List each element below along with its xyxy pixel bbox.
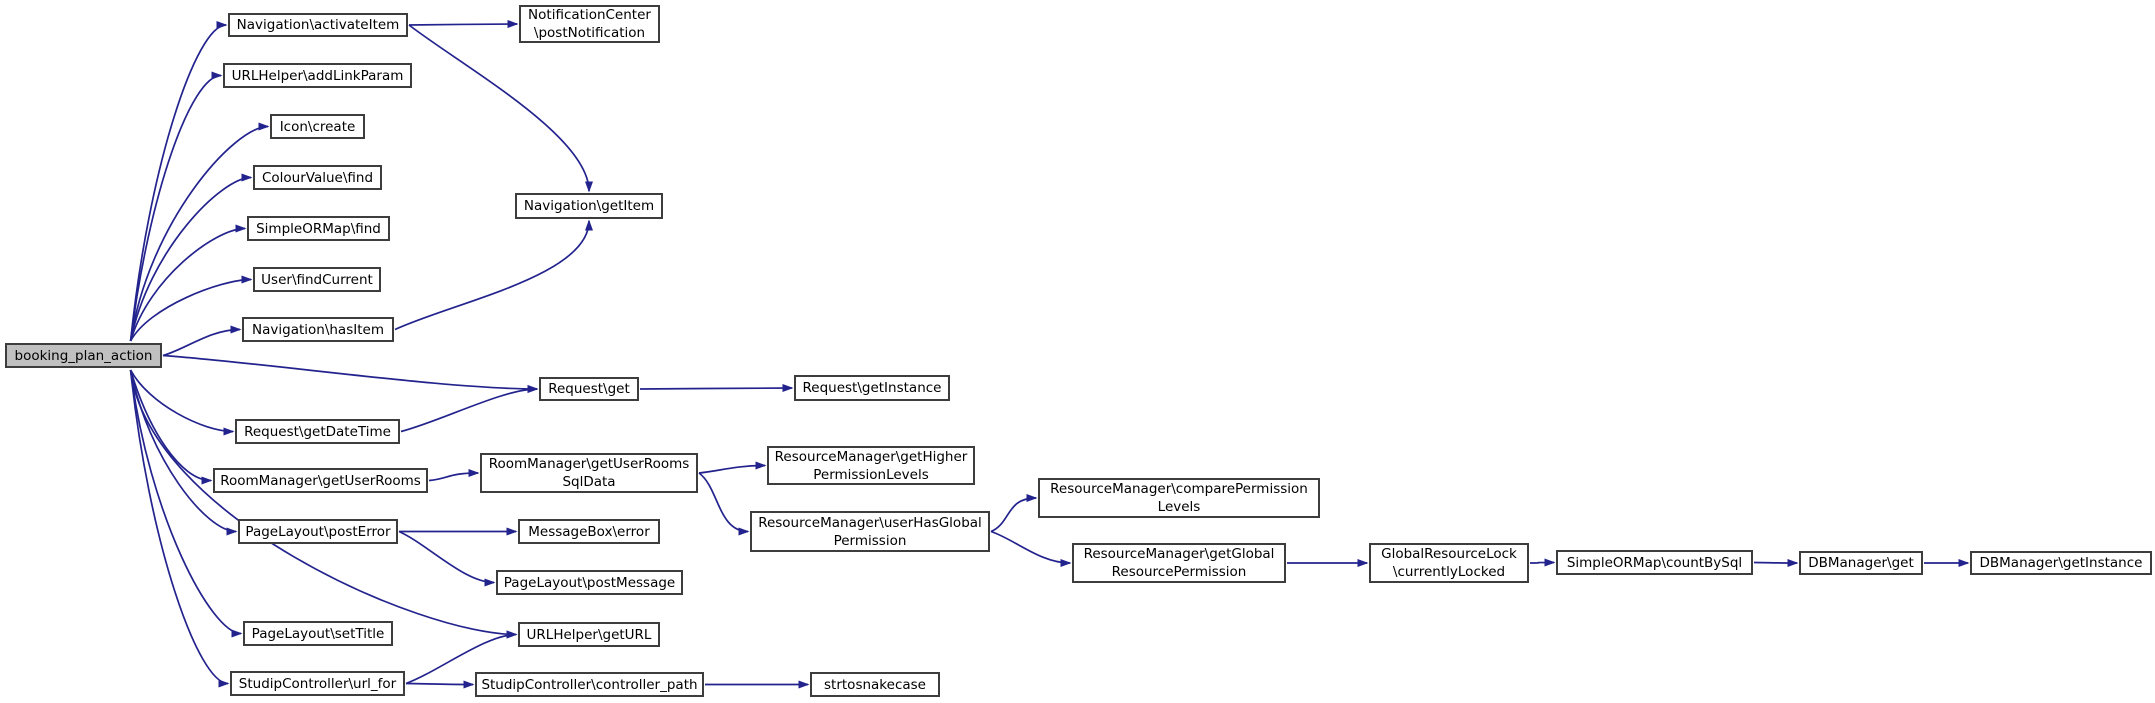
edge-simpleormap-countbysql-dbmanager-get [1753, 558, 1799, 567]
node-icon-create[interactable]: Icon\create [270, 114, 365, 139]
edge-booking_plan_action-navigation-activateitem [129, 21, 228, 342]
node-roommanager-getuserrooms[interactable]: RoomManager\getUserRooms [213, 468, 428, 493]
node-label: URLHelper\addLinkParam [231, 67, 404, 84]
edge-booking_plan_action-request-getdatetime [129, 369, 235, 436]
node-label: PageLayout\postMessage [503, 574, 676, 591]
node-label: StudipController\url_for [238, 675, 397, 692]
node-label: NotificationCenter [528, 7, 651, 23]
node-label: SimpleORMap\countBySql [1566, 554, 1743, 571]
node-label: RoomManager\getUserRooms [488, 456, 690, 472]
node-label: GlobalResourceLock [1381, 546, 1517, 562]
node-label: Request\get [548, 381, 630, 397]
node-globalresourcelock-currentlylocked[interactable]: GlobalResourceLock \currentlyLocked [1369, 543, 1529, 583]
node-label: ResourcePermission [1111, 564, 1247, 580]
node-label: RoomManager\getUserRooms [220, 472, 421, 489]
node-label: PermissionLevels [813, 466, 929, 483]
node-label: SimpleORMap\find [256, 220, 381, 237]
node-messagebox-error[interactable]: MessageBox\error [518, 519, 660, 544]
node-studipcontroller-url_for[interactable]: StudipController\url_for [230, 671, 405, 696]
edge-resourcemanager-userhasglobalpermission-resourcemanager-getglobalresourcepermission [990, 530, 1072, 567]
edge-request-get-request-getinstance [639, 384, 794, 393]
node-request-get[interactable]: Request\get [539, 377, 639, 401]
edge-roommanager-getuserrooms-roommanager-getuserroomssqldata [428, 469, 480, 482]
edge-booking_plan_action-request-get [162, 354, 539, 393]
edge-booking_plan_action-colourvalue-find [129, 173, 253, 342]
node-label: Icon\create [279, 118, 356, 135]
node-simpleormap-countbysql[interactable]: SimpleORMap\countBySql [1556, 550, 1753, 575]
node-booking_plan_action: booking_plan_action [5, 343, 162, 368]
node-label: strtosnakecase [824, 676, 926, 693]
node-urlhelper-geturl[interactable]: URLHelper\getURL [518, 622, 660, 647]
edge-booking_plan_action-urlhelper-geturl [129, 369, 518, 639]
node-navigation-getitem[interactable]: Navigation\getItem [515, 193, 663, 219]
edge-resourcemanager-userhasglobalpermission-resourcemanager-comparepermissionlevels [990, 494, 1038, 533]
edge-navigation-activateitem-notificationcenter-postnotification [408, 20, 519, 29]
edge-booking_plan_action-icon-create [129, 122, 270, 342]
node-label: StudipController\controller_path [481, 676, 698, 693]
edge-booking_plan_action-user-findcurrent [129, 275, 253, 342]
node-label: DBManager\getInstance [1979, 555, 2143, 571]
node-simpleormap-find[interactable]: SimpleORMap\find [247, 216, 390, 241]
edge-booking_plan_action-simpleormap-find [129, 224, 247, 342]
node-colourvalue-find[interactable]: ColourValue\find [253, 165, 382, 190]
node-label: MessageBox\error [528, 523, 650, 540]
node-label: PageLayout\setTitle [251, 625, 385, 642]
edge-roommanager-getuserroomssqldata-resourcemanager-userhasglobalpermission [698, 472, 750, 536]
node-label: Navigation\getItem [523, 198, 655, 214]
edge-booking_plan_action-studipcontroller-url_for [129, 369, 230, 688]
edge-booking_plan_action-urlhelper-addlinkparam [129, 71, 223, 342]
node-request-getinstance[interactable]: Request\getInstance [794, 375, 950, 401]
node-notificationcenter-postnotification[interactable]: NotificationCenter \postNotification [519, 5, 660, 43]
edge-navigation-hasitem-navigation-getitem [394, 219, 593, 331]
node-urlhelper-addlinkparam[interactable]: URLHelper\addLinkParam [223, 63, 412, 88]
node-label: ResourceManager\comparePermission [1050, 481, 1308, 497]
node-studipcontroller-controller_path[interactable]: StudipController\controller_path [475, 672, 704, 697]
node-pagelayout-postmessage[interactable]: PageLayout\postMessage [496, 570, 683, 595]
edge-booking_plan_action-navigation-hasitem [162, 325, 242, 357]
node-label: ColourValue\find [261, 169, 374, 186]
node-label: ResourceManager\userHasGlobal [758, 514, 982, 531]
edge-booking_plan_action-pagelayout-settitle [129, 369, 243, 638]
node-navigation-hasitem[interactable]: Navigation\hasItem [242, 317, 394, 342]
node-label: Navigation\activateItem [236, 17, 400, 33]
node-dbmanager-get[interactable]: DBManager\get [1799, 551, 1923, 575]
edge-studipcontroller-url_for-urlhelper-geturl [405, 630, 518, 685]
node-label: ResourceManager\getHigher [774, 448, 968, 465]
node-pagelayout-posterror[interactable]: PageLayout\postError [238, 519, 398, 544]
node-label: Request\getInstance [802, 380, 942, 396]
edge-navigation-activateitem-navigation-getitem [408, 24, 593, 193]
node-request-getdatetime[interactable]: Request\getDateTime [235, 419, 400, 444]
node-strtosnakecase[interactable]: strtosnakecase [810, 672, 940, 697]
node-label: \currentlyLocked [1392, 564, 1506, 580]
node-label: \postNotification [533, 25, 646, 41]
node-label: Permission [833, 532, 907, 549]
edge-roommanager-getuserroomssqldata-resourcemanager-gethigherpermissionlevels [698, 461, 767, 474]
node-label: Request\getDateTime [244, 423, 391, 440]
node-label: PageLayout\postError [245, 523, 391, 540]
node-label: URLHelper\getURL [526, 626, 652, 643]
node-label: booking_plan_action [14, 347, 153, 364]
node-label: ResourceManager\getGlobal [1083, 546, 1275, 562]
node-dbmanager-getinstance[interactable]: DBManager\getInstance [1970, 551, 2152, 575]
edge-request-getdatetime-request-get [400, 385, 539, 433]
edge-booking_plan_action-roommanager-getuserrooms [129, 369, 213, 485]
node-label: SqlData [562, 474, 616, 490]
node-pagelayout-settitle[interactable]: PageLayout\setTitle [243, 621, 393, 646]
node-label: User\findCurrent [261, 271, 373, 288]
node-label: Navigation\hasItem [252, 321, 384, 338]
edge-studipcontroller-url_for-studipcontroller-controller_path [405, 680, 475, 689]
edge-pagelayout-posterror-pagelayout-postmessage [398, 530, 496, 587]
node-user-findcurrent[interactable]: User\findCurrent [253, 267, 381, 292]
node-navigation-activateitem[interactable]: Navigation\activateItem [228, 13, 408, 37]
node-label: Levels [1157, 499, 1201, 515]
edge-globalresourcelock-currentlylocked-simpleormap-countbysql [1529, 558, 1556, 567]
node-label: DBManager\get [1808, 555, 1914, 571]
